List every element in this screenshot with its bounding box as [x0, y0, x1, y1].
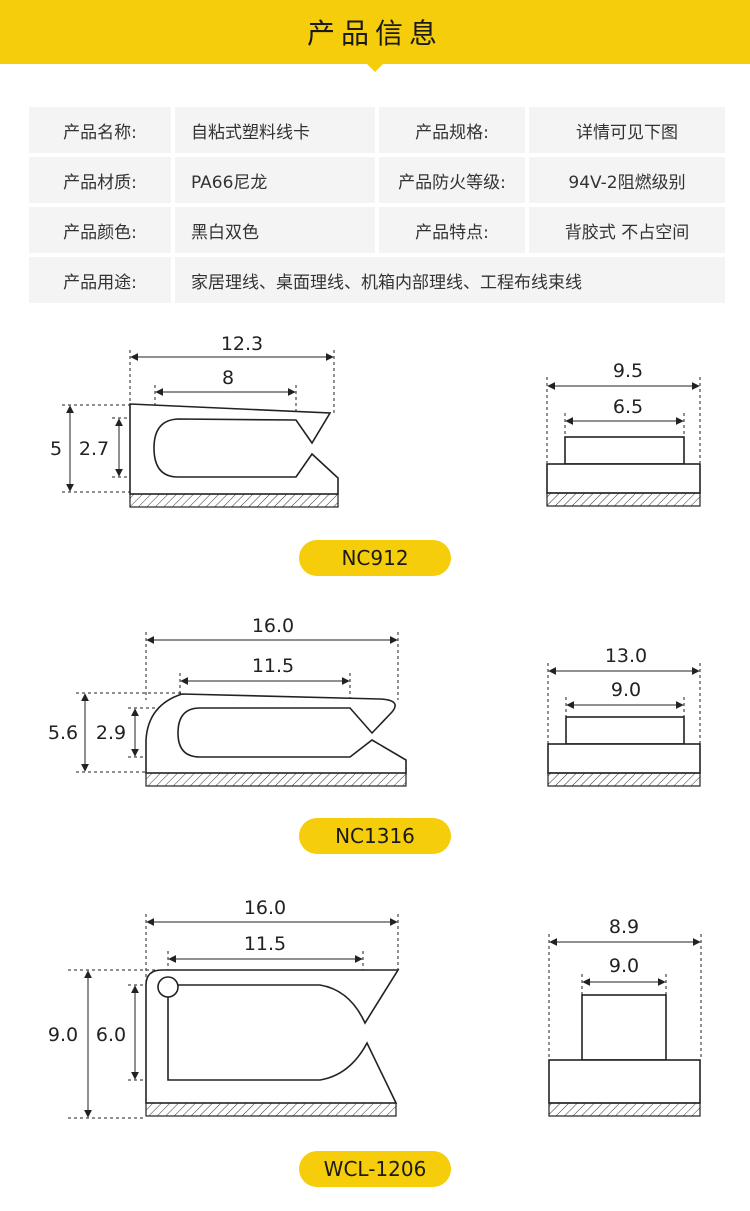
label-overall-height: 5 — [50, 438, 62, 460]
value-fire-rating: 94V-2阻燃级别 — [529, 157, 725, 203]
label-usage: 产品用途: — [29, 257, 171, 303]
section-header: 产品信息 — [0, 0, 750, 64]
diagram-wcl1206: 16.0 11.5 9.0 6.0 8.9 9.0 — [48, 897, 702, 1119]
value-product-spec: 详情可见下图 — [529, 107, 725, 153]
end-view-top — [565, 716, 685, 745]
clip-hinge-hole — [157, 976, 179, 998]
table-row: 产品材质: PA66尼龙 产品防火等级: 94V-2阻燃级别 — [29, 157, 725, 203]
end-view-base — [546, 463, 701, 494]
label-material: 产品材质: — [29, 157, 171, 203]
value-product-name: 自粘式塑料线卡 — [175, 107, 375, 153]
label-slot-length: 11.5 — [252, 655, 294, 677]
model-badge-nc912: NC912 — [299, 540, 451, 576]
end-view-top — [564, 436, 685, 465]
adhesive-base — [129, 493, 339, 508]
label-base-width: 8.9 — [609, 916, 639, 938]
model-badge-wcl1206: WCL-1206 — [299, 1151, 451, 1187]
clip-side-profile — [129, 403, 339, 495]
end-view-adhesive — [547, 772, 701, 787]
end-view-adhesive — [548, 1102, 701, 1117]
value-material: PA66尼龙 — [175, 157, 375, 203]
label-overall-height: 5.6 — [48, 722, 78, 744]
label-slot-height: 2.7 — [79, 438, 109, 460]
value-features: 背胶式 不占空间 — [529, 207, 725, 253]
label-overall-length: 12.3 — [221, 333, 263, 355]
label-slot-length: 8 — [222, 367, 234, 389]
end-view-base — [548, 1059, 701, 1104]
diagram-nc1316: 16.0 11.5 5.6 2.9 13.0 9.0 — [48, 615, 701, 787]
label-overall-length: 16.0 — [244, 897, 286, 919]
label-base-width: 9.5 — [613, 360, 643, 382]
label-top-width: 9.0 — [609, 955, 639, 977]
label-top-width: 6.5 — [613, 396, 643, 418]
end-view-top — [581, 994, 667, 1061]
label-base-width: 13.0 — [605, 645, 647, 667]
adhesive-base — [145, 772, 407, 787]
section-title: 产品信息 — [306, 17, 443, 50]
label-product-spec: 产品规格: — [379, 107, 525, 153]
label-slot-length: 11.5 — [244, 933, 286, 955]
end-view-base — [547, 743, 701, 774]
label-top-width: 9.0 — [611, 679, 641, 701]
table-row: 产品颜色: 黑白双色 产品特点: 背胶式 不占空间 — [29, 207, 725, 253]
header-notch — [367, 64, 383, 72]
label-product-name: 产品名称: — [29, 107, 171, 153]
value-usage: 家居理线、桌面理线、机箱内部理线、工程布线束线 — [175, 257, 725, 303]
adhesive-base — [145, 1102, 397, 1117]
label-slot-height: 6.0 — [96, 1024, 126, 1046]
product-info-table: 产品名称: 自粘式塑料线卡 产品规格: 详情可见下图 产品材质: PA66尼龙 … — [25, 103, 729, 307]
value-color: 黑白双色 — [175, 207, 375, 253]
label-features: 产品特点: — [379, 207, 525, 253]
label-color: 产品颜色: — [29, 207, 171, 253]
clip-side-profile — [145, 693, 407, 774]
diagram-nc912: 12.3 8 5 2.7 9.5 6.5 — [50, 333, 701, 508]
table-row: 产品用途: 家居理线、桌面理线、机箱内部理线、工程布线束线 — [29, 257, 725, 303]
model-badge-nc1316: NC1316 — [299, 818, 451, 854]
label-slot-height: 2.9 — [96, 722, 126, 744]
label-overall-height: 9.0 — [48, 1024, 78, 1046]
clip-side-profile — [145, 969, 400, 1104]
table-row: 产品名称: 自粘式塑料线卡 产品规格: 详情可见下图 — [29, 107, 725, 153]
label-fire-rating: 产品防火等级: — [379, 157, 525, 203]
label-overall-length: 16.0 — [252, 615, 294, 637]
end-view-adhesive — [546, 492, 701, 507]
